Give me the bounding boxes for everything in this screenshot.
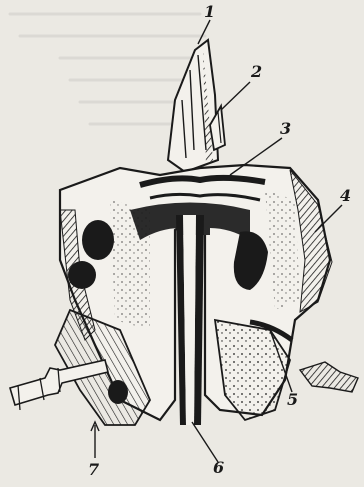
label-2: 2 — [251, 64, 262, 80]
spinous-process — [168, 40, 218, 172]
label-1: 1 — [204, 4, 215, 20]
label-6: 6 — [213, 460, 224, 476]
label-4: 4 — [340, 188, 351, 204]
label-7: 7 — [88, 462, 99, 478]
label-5: 5 — [287, 392, 298, 408]
label-3: 3 — [280, 121, 291, 137]
central-slit — [176, 215, 204, 425]
right-fragment — [300, 362, 358, 392]
